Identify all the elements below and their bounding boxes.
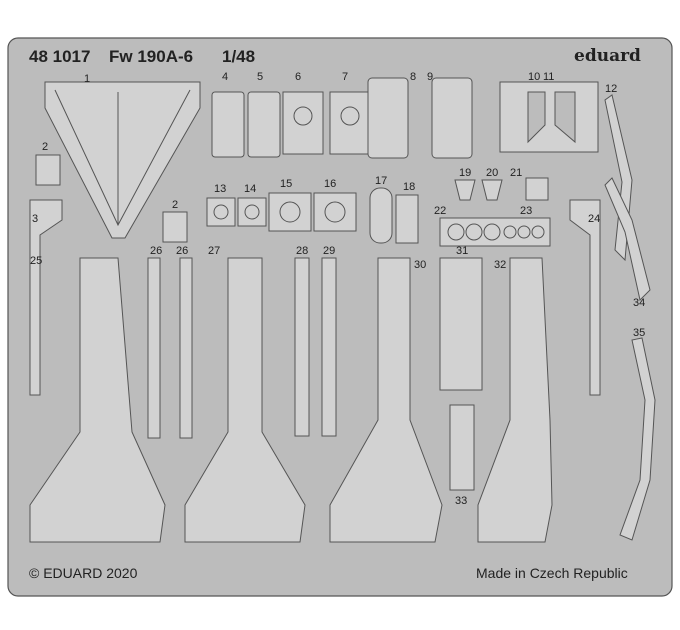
part-4 xyxy=(211,91,245,158)
part-8 xyxy=(367,77,409,159)
label-3: 3 xyxy=(32,213,38,225)
parts-group xyxy=(29,77,656,543)
label-14: 14 xyxy=(244,183,256,195)
label-31: 31 xyxy=(456,245,468,257)
part-23-b xyxy=(517,225,531,239)
label-21: 21 xyxy=(510,167,522,179)
part-7-hole xyxy=(340,106,360,126)
part-34 xyxy=(604,177,651,301)
part-16-hole xyxy=(324,201,346,223)
label-19: 19 xyxy=(459,167,471,179)
part-22-b xyxy=(465,223,483,241)
part-18 xyxy=(395,194,419,244)
part-20 xyxy=(481,179,503,201)
label-32: 32 xyxy=(494,259,506,271)
label-25: 25 xyxy=(30,255,42,267)
origin: Made in Czech Republic xyxy=(476,565,628,581)
part-6-hole xyxy=(293,106,313,126)
part-14-hole xyxy=(244,204,260,220)
label-9: 9 xyxy=(427,71,433,83)
label-33: 33 xyxy=(455,495,467,507)
part-3-strip xyxy=(29,199,63,396)
part-25 xyxy=(29,257,166,543)
label-18: 18 xyxy=(403,181,415,193)
label-6: 6 xyxy=(295,71,301,83)
label-24: 24 xyxy=(588,213,600,225)
label-2-top: 2 xyxy=(42,141,48,153)
label-26-left: 26 xyxy=(150,245,162,257)
label-1: 1 xyxy=(84,73,90,85)
part-29 xyxy=(321,257,337,437)
part-19 xyxy=(454,179,476,201)
part-5 xyxy=(247,91,281,158)
part-30 xyxy=(329,257,443,543)
catalog-number: 48 1017 xyxy=(29,47,91,66)
part-24 xyxy=(569,199,601,396)
label-26-right: 26 xyxy=(176,245,188,257)
label-35: 35 xyxy=(633,327,645,339)
part-27 xyxy=(184,257,306,543)
part-1-lines xyxy=(54,89,191,227)
label-34: 34 xyxy=(633,297,645,309)
part-21 xyxy=(525,177,549,201)
part-28 xyxy=(294,257,310,437)
model-name: Fw 190A-6 xyxy=(109,47,194,66)
part-15 xyxy=(268,192,312,232)
label-16: 16 xyxy=(324,178,336,190)
part-17 xyxy=(369,187,393,244)
scale: 1/48 xyxy=(222,47,256,66)
label-30: 30 xyxy=(414,259,426,271)
label-15: 15 xyxy=(280,178,292,190)
label-28: 28 xyxy=(296,245,308,257)
part-26-right xyxy=(179,257,193,439)
label-8: 8 xyxy=(410,71,416,83)
label-5: 5 xyxy=(257,71,263,83)
label-4: 4 xyxy=(222,71,228,83)
part-23-c xyxy=(531,225,545,239)
part-31 xyxy=(439,257,483,391)
part-1-triangle xyxy=(44,81,201,239)
part-15-hole xyxy=(279,201,301,223)
label-20: 20 xyxy=(486,167,498,179)
part-13-hole xyxy=(213,204,229,220)
part-35 xyxy=(619,337,656,541)
part-22-c xyxy=(483,223,501,241)
label-23: 23 xyxy=(520,205,532,217)
part-2-strips-mid xyxy=(162,211,188,243)
label-7: 7 xyxy=(342,71,348,83)
part-10-11-cut xyxy=(527,91,576,144)
copyright: © EDUARD 2020 xyxy=(29,565,138,581)
part-33 xyxy=(449,404,475,491)
part-23-a xyxy=(503,225,517,239)
part-labels: 1 2 2 3 4 5 6 7 8 9 10 11 12 13 14 15 16… xyxy=(30,71,645,507)
part-22-a xyxy=(447,223,465,241)
label-22: 22 xyxy=(434,205,446,217)
brand-logo: eduard xyxy=(574,46,641,66)
label-29: 29 xyxy=(323,245,335,257)
part-26-left xyxy=(147,257,161,439)
part-9 xyxy=(431,77,473,159)
part-2-strips-top xyxy=(35,154,61,186)
part-32 xyxy=(477,257,553,543)
part-10-11 xyxy=(499,81,599,153)
label-13: 13 xyxy=(214,183,226,195)
label-2-mid: 2 xyxy=(172,199,178,211)
label-11: 11 xyxy=(543,71,554,83)
label-12: 12 xyxy=(605,83,617,95)
label-27: 27 xyxy=(208,245,220,257)
label-10: 10 xyxy=(528,71,540,83)
label-17: 17 xyxy=(375,175,387,187)
